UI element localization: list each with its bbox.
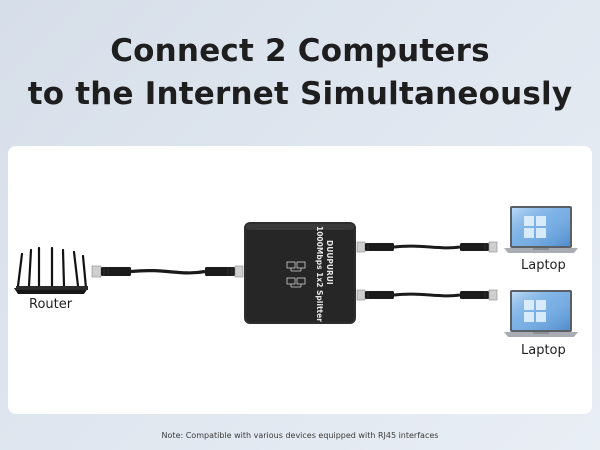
laptop-bottom-label: Laptop [521, 343, 566, 358]
laptop-icon-top [504, 206, 578, 253]
splitter-brand-label: DUUPURUI [325, 240, 334, 285]
ethernet-port-icon-upper [286, 261, 306, 272]
splitter-model-label: 1000Mbps 1x2 Splitter [315, 226, 324, 322]
headline-line-2: to the Internet Simultaneously [27, 76, 573, 112]
router-label: Router [29, 297, 73, 312]
ethernet-port-icon-lower [286, 277, 306, 288]
footnote: Note: Compatible with various devices eq… [161, 431, 439, 440]
ethernet-cable-laptop-top [356, 241, 498, 253]
headline-line-1: Connect 2 Computers [110, 33, 490, 69]
headline: Connect 2 Computers to the Internet Simu… [0, 30, 600, 116]
router-icon [14, 246, 88, 294]
ethernet-cable-router [91, 265, 244, 278]
network-splitter: 1000Mbps 1x2 Splitter DUUPURUI [244, 222, 356, 324]
ethernet-cable-laptop-bottom [356, 289, 498, 301]
laptop-top-label: Laptop [521, 258, 566, 273]
laptop-icon-bottom [504, 290, 578, 337]
